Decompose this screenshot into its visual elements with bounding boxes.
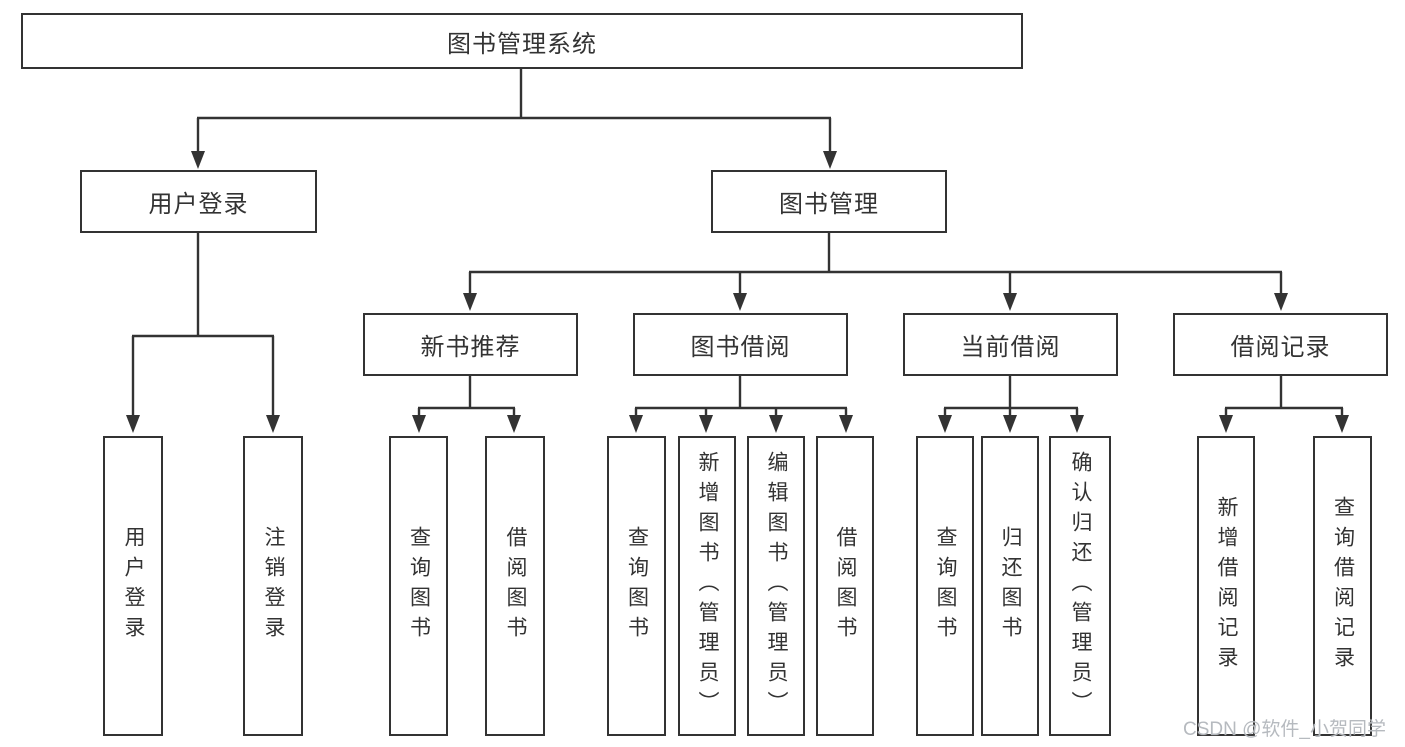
leaf-label: 借阅图书 bbox=[834, 526, 858, 646]
watermark: CSDN @软件_小贺同学 bbox=[1183, 719, 1386, 740]
node-borrowing-records: 借阅记录 bbox=[1173, 313, 1388, 376]
leaf-query-books-current: 查询图书 bbox=[916, 436, 974, 736]
arrow-down-icon bbox=[733, 272, 747, 311]
leaf-label: 确认归还（管理员） bbox=[1069, 451, 1093, 721]
leaf-label: 用户登录 bbox=[122, 526, 146, 646]
leaf-label: 注销登录 bbox=[262, 526, 286, 646]
node-label: 借阅记录 bbox=[1230, 334, 1331, 361]
node-label: 新书推荐 bbox=[420, 334, 521, 361]
arrow-down-icon bbox=[507, 408, 521, 433]
arrow-down-icon bbox=[1219, 408, 1233, 433]
leaf-logout-login: 注销登录 bbox=[243, 436, 303, 736]
node-label: 用户登录 bbox=[148, 191, 249, 218]
leaf-add-borrow-record: 新增借阅记录 bbox=[1197, 436, 1255, 736]
leaf-label: 新增借阅记录 bbox=[1215, 496, 1239, 676]
node-book-management: 图书管理 bbox=[711, 170, 947, 233]
arrow-down-icon bbox=[699, 408, 713, 433]
arrow-down-icon bbox=[823, 118, 837, 169]
leaf-label: 借阅图书 bbox=[504, 526, 528, 646]
node-library-system: 图书管理系统 bbox=[21, 13, 1023, 69]
arrow-down-icon bbox=[1003, 408, 1017, 433]
arrow-down-icon bbox=[463, 272, 477, 311]
node-user-login: 用户登录 bbox=[80, 170, 317, 233]
arrow-down-icon bbox=[839, 408, 853, 433]
node-label: 当前借阅 bbox=[960, 334, 1061, 361]
node-book-borrowing: 图书借阅 bbox=[633, 313, 848, 376]
arrow-down-icon bbox=[769, 408, 783, 433]
leaf-query-borrow-record: 查询借阅记录 bbox=[1313, 436, 1372, 736]
arrow-down-icon bbox=[629, 408, 643, 433]
leaf-label: 查询图书 bbox=[625, 526, 649, 646]
leaf-label: 查询借阅记录 bbox=[1331, 496, 1355, 676]
arrow-down-icon bbox=[1274, 272, 1288, 311]
leaf-user-login: 用户登录 bbox=[103, 436, 163, 736]
leaf-edit-books-admin: 编辑图书（管理员） bbox=[747, 436, 805, 736]
leaf-borrow-books-borrowing: 借阅图书 bbox=[816, 436, 874, 736]
arrow-down-icon bbox=[191, 118, 205, 169]
leaf-borrow-books-recommend: 借阅图书 bbox=[485, 436, 545, 736]
node-current-borrowing: 当前借阅 bbox=[903, 313, 1118, 376]
leaf-label: 编辑图书（管理员） bbox=[765, 451, 789, 721]
node-label: 图书管理 bbox=[779, 191, 879, 218]
arrow-down-icon bbox=[1070, 408, 1084, 433]
arrow-down-icon bbox=[126, 336, 140, 433]
leaf-query-books-recommend: 查询图书 bbox=[389, 436, 448, 736]
node-label: 图书管理系统 bbox=[447, 30, 597, 58]
leaf-return-books: 归还图书 bbox=[981, 436, 1039, 736]
arrow-down-icon bbox=[1335, 408, 1349, 433]
arrow-down-icon bbox=[938, 408, 952, 433]
leaf-label: 查询图书 bbox=[934, 526, 958, 646]
arrow-down-icon bbox=[266, 336, 280, 433]
arrow-down-icon bbox=[1003, 272, 1017, 311]
leaf-confirm-return-admin: 确认归还（管理员） bbox=[1049, 436, 1111, 736]
leaf-label: 查询图书 bbox=[407, 526, 431, 646]
leaf-label: 新增图书（管理员） bbox=[696, 451, 720, 721]
node-new-book-recommendation: 新书推荐 bbox=[363, 313, 578, 376]
leaf-query-books-borrowing: 查询图书 bbox=[607, 436, 666, 736]
leaf-add-books-admin: 新增图书（管理员） bbox=[678, 436, 736, 736]
arrow-down-icon bbox=[412, 408, 426, 433]
leaf-label: 归还图书 bbox=[999, 526, 1023, 646]
node-label: 图书借阅 bbox=[690, 334, 791, 361]
